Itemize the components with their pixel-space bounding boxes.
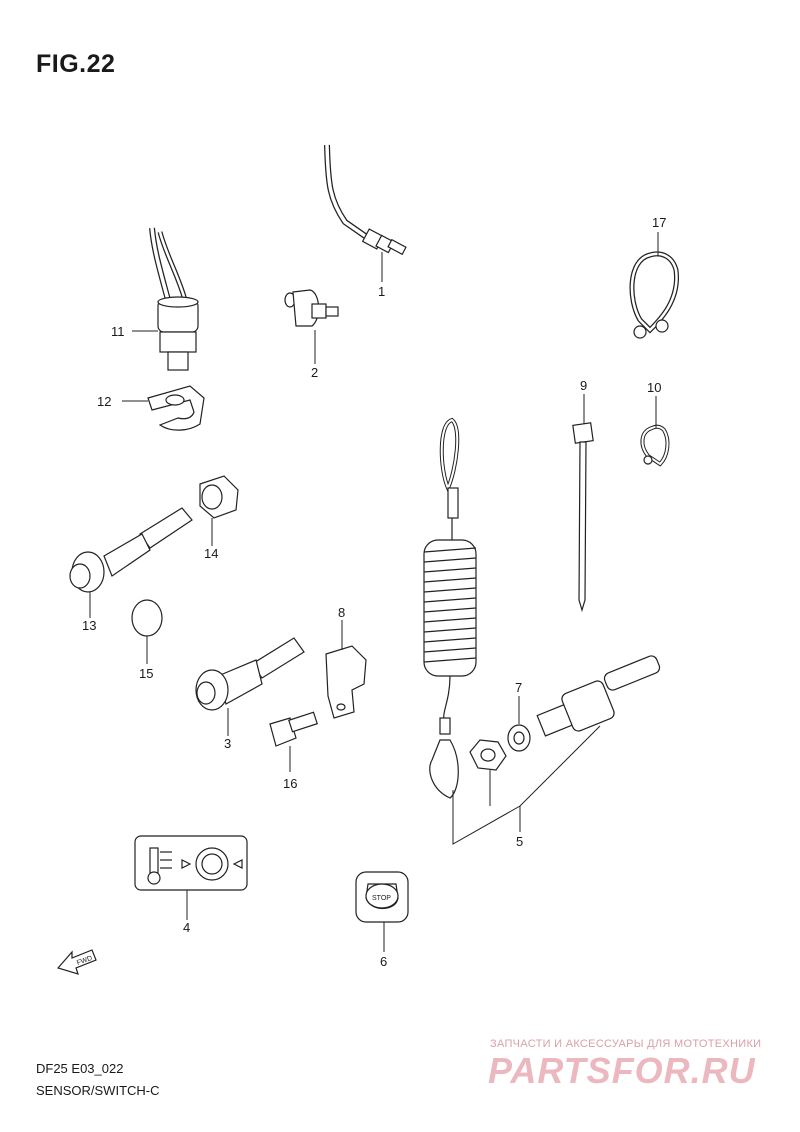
part-1-sensor[interactable] (324, 144, 407, 256)
callout-12: 12 (97, 394, 111, 409)
callout-10: 10 (647, 380, 661, 395)
callout-7: 7 (515, 680, 522, 695)
callout-9: 9 (580, 378, 587, 393)
callout-16: 16 (283, 776, 297, 791)
callout-4: 4 (183, 920, 190, 935)
part-5-nut[interactable] (469, 739, 507, 771)
part-11-sensor[interactable] (149, 227, 199, 371)
callout-15: 15 (139, 666, 153, 681)
callout-17: 17 (652, 215, 666, 230)
part-2-switch[interactable] (284, 289, 339, 327)
watermark-tagline: ЗАПЧАСТИ И АКСЕССУАРЫ ДЛЯ МОТОТЕХНИКИ (490, 1038, 762, 1050)
callout-1: 1 (378, 284, 385, 299)
part-3-sensor[interactable] (195, 637, 305, 711)
stop-label: STOP (372, 895, 391, 902)
part-10-clip[interactable] (640, 424, 670, 467)
callout-5: 5 (516, 834, 523, 849)
part-8-bracket[interactable] (325, 645, 367, 719)
callout-8: 8 (338, 605, 345, 620)
part-15-plug[interactable] (131, 599, 163, 637)
part-12-clip[interactable] (147, 385, 205, 431)
callout-14: 14 (204, 546, 218, 561)
part-7-washer[interactable] (507, 724, 531, 752)
part-6-stop-plate[interactable] (355, 871, 409, 923)
part-16-bolt[interactable] (269, 711, 318, 747)
lanyard-coil (423, 539, 477, 799)
fwd-arrow-icon (56, 949, 97, 975)
callout-11: 11 (111, 324, 125, 339)
part-5-stop-switch[interactable] (439, 417, 460, 540)
diagram-subtitle: SENSOR/SWITCH-C (36, 1083, 160, 1098)
part-14-cap[interactable] (199, 475, 239, 519)
part-5-switch-body[interactable] (536, 654, 661, 737)
callout-6: 6 (380, 954, 387, 969)
callout-3: 3 (224, 736, 231, 751)
watermark-logo: PARTSFOR.RU (488, 1050, 756, 1091)
diagram-code: DF25 E03_022 (36, 1061, 124, 1076)
callout-13: 13 (82, 618, 96, 633)
callout-2: 2 (311, 365, 318, 380)
part-13-sensor[interactable] (69, 507, 193, 593)
figure-title: FIG.22 (36, 50, 116, 78)
part-17-clamp[interactable] (629, 251, 679, 339)
part-4-decal[interactable] (134, 835, 248, 891)
part-9-cable-tie[interactable] (572, 422, 594, 613)
